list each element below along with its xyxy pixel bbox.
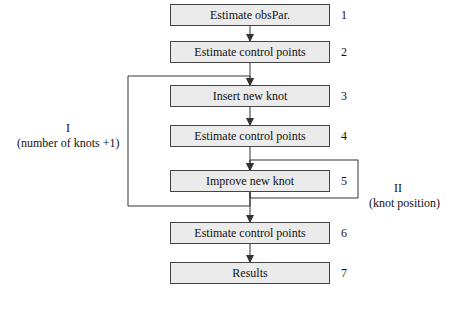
process-box: Results	[170, 262, 330, 284]
box-text: Estimate obsPar.	[210, 8, 290, 23]
box-text: Estimate control points	[194, 45, 305, 60]
process-box: Improve new knot	[170, 170, 330, 192]
box-text: Estimate control points	[194, 226, 305, 241]
loop-label: (knot position)	[369, 196, 440, 210]
step-number: 6	[341, 226, 347, 240]
flow-arrow	[250, 244, 251, 262]
loop-label: (number of knots +1)	[17, 136, 119, 150]
step-number: 3	[341, 89, 347, 103]
box-text: Estimate control points	[194, 129, 305, 144]
step-number: 7	[341, 266, 347, 280]
loop-label: II	[394, 181, 402, 195]
box-text: Results	[232, 266, 267, 281]
process-box: Estimate control points	[170, 41, 330, 63]
process-box: Estimate control points	[170, 125, 330, 147]
box-text: Insert new knot	[213, 89, 288, 104]
box-text: Improve new knot	[206, 174, 294, 189]
flow-arrow	[250, 107, 251, 125]
loop-label: I	[66, 121, 70, 135]
process-box: Insert new knot	[170, 85, 330, 107]
flow-arrow	[250, 26, 251, 41]
step-number: 1	[341, 8, 347, 22]
step-number: 4	[341, 129, 347, 143]
step-number: 5	[341, 174, 347, 188]
step-number: 2	[341, 45, 347, 59]
process-box: Estimate obsPar.	[170, 4, 330, 26]
process-box: Estimate control points	[170, 222, 330, 244]
